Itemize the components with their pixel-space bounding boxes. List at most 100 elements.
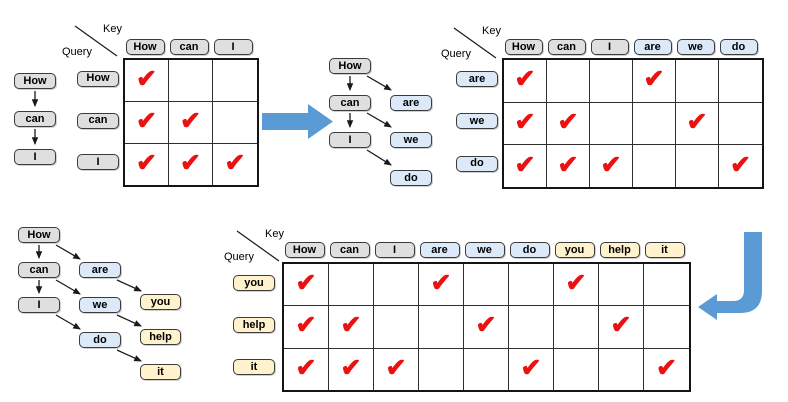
chain-token: can [18, 262, 60, 278]
mask-cell: ✔ [169, 102, 213, 145]
check-mark-icon: ✔ [514, 107, 536, 136]
key-axis-label: Key [265, 228, 284, 240]
key-box-label: can [179, 40, 199, 53]
key-box: I [374, 242, 415, 258]
key-query-corner-step3: Key Query [224, 228, 284, 263]
mask-cell: ✔ [504, 145, 547, 187]
mask-cell [633, 145, 676, 187]
key-box: we [464, 242, 505, 258]
chain-token: can [329, 95, 371, 111]
mask-cell: ✔ [509, 348, 554, 390]
mask-cell [676, 60, 719, 103]
query-box-label: we [469, 114, 485, 127]
chain-token-label: do [93, 333, 107, 346]
query-axis-label: Query [224, 251, 254, 263]
mask-cell [590, 60, 633, 103]
chain-arrows-step3 [35, 244, 142, 362]
key-axis-label: Key [482, 25, 501, 37]
mask-cell: ✔ [169, 144, 213, 186]
key-box: do [509, 242, 550, 258]
query-box-label: can [88, 114, 108, 127]
chain-token: How [329, 58, 371, 74]
chain-token-label: I [33, 150, 37, 163]
mask-cell [509, 306, 554, 349]
mask-cell: ✔ [374, 348, 419, 390]
check-mark-icon: ✔ [136, 107, 157, 136]
key-box: I [213, 39, 253, 55]
key-box: can [169, 39, 209, 55]
chain-token-label: are [91, 263, 109, 276]
mask-cell: ✔ [504, 102, 547, 146]
chain-token-label: can [25, 112, 45, 125]
chain-arrow [55, 314, 81, 330]
query-box-label: it [250, 360, 258, 373]
mask-cell [374, 306, 419, 349]
chain-arrow [55, 244, 81, 260]
chain-token-label: can [340, 96, 360, 109]
key-box-label: are [431, 243, 448, 256]
mask-cell [213, 60, 257, 103]
chain-token: I [18, 297, 60, 313]
chain-token: How [18, 227, 60, 243]
key-box-label: can [340, 243, 359, 256]
mask-cell: ✔ [125, 144, 169, 186]
chain-token: How [14, 73, 56, 89]
mask-cell [419, 306, 464, 349]
chain-token: we [79, 297, 121, 313]
mask-cell: ✔ [719, 145, 762, 187]
chain-arrow [366, 112, 392, 128]
key-query-corner-step2: Key Query [441, 25, 501, 60]
mask-cell [599, 348, 644, 390]
chain-token-label: can [29, 263, 49, 276]
chain-token-label: help [149, 330, 172, 343]
check-mark-icon: ✔ [730, 150, 751, 179]
query-box-label: How [86, 72, 110, 85]
key-box: How [284, 242, 325, 258]
chain-token-label: it [157, 365, 164, 378]
mask-cell [644, 306, 689, 349]
mask-cell [554, 348, 599, 390]
chain-token: can [14, 111, 56, 127]
check-mark-icon: ✔ [557, 150, 579, 179]
key-box: can [329, 242, 370, 258]
mask-cell [633, 102, 676, 146]
mask-cell [329, 264, 374, 307]
check-mark-icon: ✔ [600, 150, 622, 179]
chain-token-label: I [37, 298, 41, 311]
key-axis-label: Key [103, 23, 122, 35]
chain-arrow [116, 279, 142, 292]
mask-cell [213, 102, 257, 145]
mask-cell: ✔ [676, 102, 719, 146]
check-mark-icon: ✔ [295, 311, 317, 340]
key-box-label: I [392, 243, 397, 256]
mask-cell: ✔ [633, 60, 676, 103]
mask-cell: ✔ [284, 348, 329, 390]
key-box-label: we [477, 243, 492, 256]
key-box: you [554, 242, 595, 258]
step-arrow-down-left-icon [698, 232, 762, 320]
chain-token: you [140, 294, 181, 310]
chain-arrow [55, 279, 81, 295]
mask-cell: ✔ [464, 306, 509, 349]
query-box: it [233, 359, 275, 375]
mask-cell: ✔ [599, 306, 644, 349]
query-box-label: I [96, 155, 100, 168]
check-mark-icon: ✔ [565, 269, 587, 298]
mask-grid: ✔✔✔✔✔✔ [123, 58, 259, 188]
check-mark-icon: ✔ [475, 311, 497, 340]
key-box-label: you [564, 243, 585, 256]
mask-cell: ✔ [125, 60, 169, 103]
key-box-label: do [522, 243, 537, 256]
query-box: we [456, 113, 498, 130]
query-box-label: help [242, 318, 266, 331]
chain-token: do [79, 332, 121, 348]
check-mark-icon: ✔ [340, 311, 362, 340]
chain-arrow [116, 349, 142, 362]
chain-token-label: do [404, 171, 418, 184]
mask-cell: ✔ [284, 264, 329, 307]
check-mark-icon: ✔ [340, 353, 362, 382]
query-box: How [77, 70, 119, 87]
key-query-corner-step1: Key Query [62, 23, 122, 58]
key-box-label: I [231, 40, 235, 53]
